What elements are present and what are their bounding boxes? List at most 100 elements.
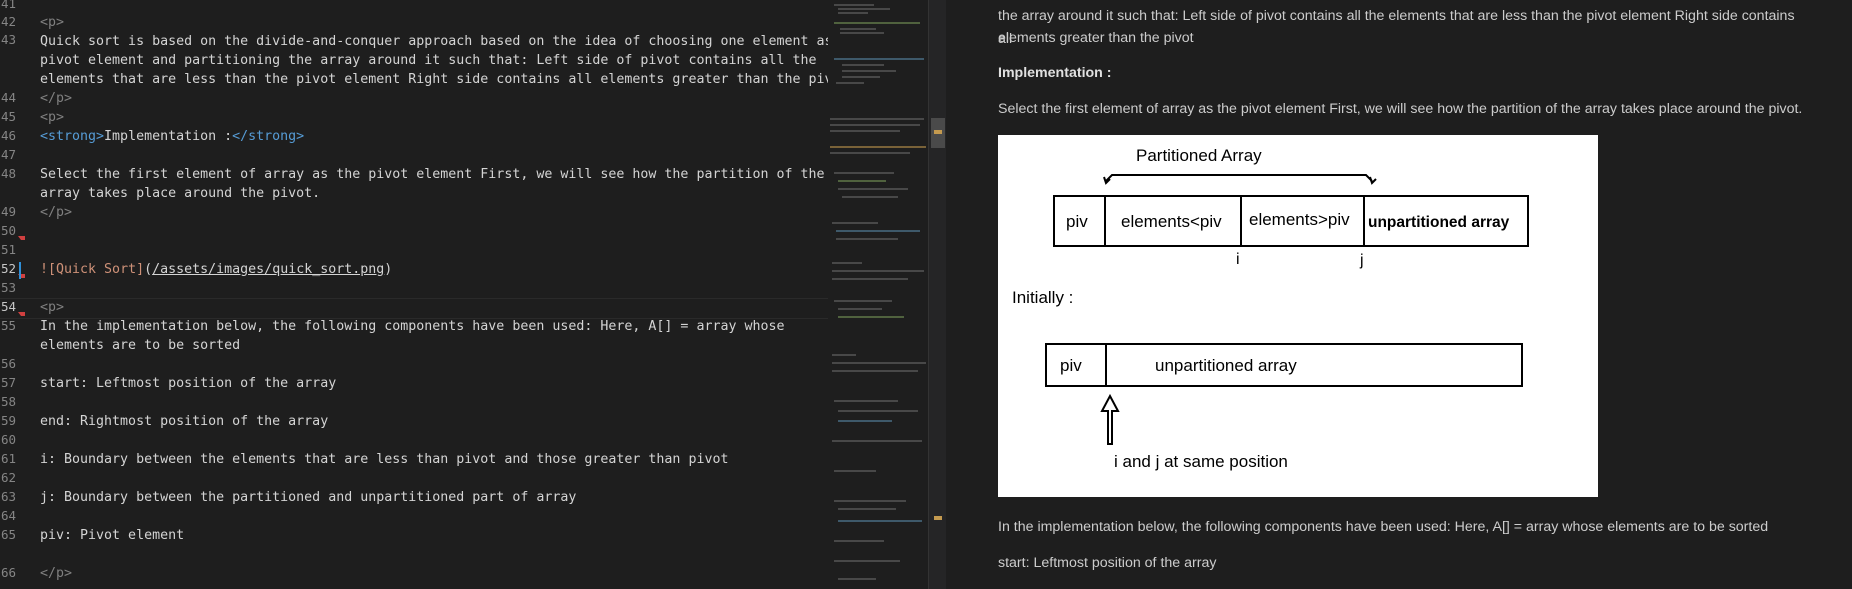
code-editor[interactable]: 41 42 43 44 45 46 47 48 49 50 51 52 53 5… [0, 0, 828, 589]
cell-piv: piv [1066, 212, 1088, 231]
code-line[interactable]: <p> [40, 108, 820, 127]
array-box-top [1053, 195, 1529, 247]
preview-paragraph-line: the array around it such that: Left side… [998, 8, 1795, 47]
html-tag: <p> [40, 110, 65, 125]
editor-scrollbar[interactable] [928, 0, 947, 589]
code-line[interactable]: elements are to be sorted [40, 338, 241, 353]
minimap-line [830, 152, 910, 154]
md-image-alt: [Quick Sort] [48, 262, 145, 277]
line-number: 61 [0, 451, 16, 466]
initially-label: Initially : [1012, 288, 1073, 307]
code-line[interactable]: ![Quick Sort](/assets/images/quick_sort.… [40, 260, 820, 279]
minimap-line [834, 300, 892, 302]
code-line[interactable]: start: Leftmost position of the array [40, 376, 337, 391]
preview-paragraph: start: Leftmost position of the array [998, 555, 1217, 571]
minimap-line [838, 520, 922, 522]
minimap-line [838, 578, 876, 580]
md-image-url[interactable]: /assets/images/quick_sort.png [152, 262, 385, 277]
minimap[interactable] [828, 0, 928, 589]
code-line[interactable]: <strong>Implementation :</strong> [40, 127, 820, 146]
line-number: 50 [0, 223, 16, 238]
preview-paragraph: In the implementation below, the followi… [998, 519, 1769, 535]
implementation-heading: Implementation : [998, 65, 1112, 81]
preview-paragraph: Select the first element of array as the… [998, 101, 1803, 117]
preview-paragraph-line: elements greater than the pivot [998, 30, 1194, 46]
minimap-line [838, 410, 918, 412]
line-number: 48 [0, 166, 16, 181]
markdown-preview[interactable]: the array around it such that: Left side… [946, 0, 1852, 589]
minimap-line [836, 230, 920, 232]
line-number: 62 [0, 470, 16, 485]
minimap-line [842, 64, 884, 66]
minimap-line [832, 222, 878, 224]
code-line[interactable]: j: Boundary between the partitioned and … [40, 490, 577, 505]
code-line[interactable]: In the implementation below, the followi… [40, 319, 785, 334]
html-tag: <p> [40, 15, 65, 30]
minimap-line [834, 470, 876, 472]
code-line[interactable]: piv: Pivot element [40, 528, 185, 543]
code-line[interactable]: elements that are less than the pivot el… [40, 72, 828, 87]
line-number: 64 [0, 508, 16, 523]
line-number: 63 [0, 489, 16, 504]
partitioned-array-label: Partitioned Array [1136, 146, 1262, 165]
line-number: 54 [0, 299, 16, 314]
line-number: 41 [0, 0, 16, 11]
code-line[interactable]: <p> [40, 13, 820, 32]
quick-sort-image: Partitioned Array piv elements<piv eleme… [998, 135, 1598, 497]
code-line[interactable]: array takes place around the pivot. [40, 186, 321, 201]
minimap-line [830, 124, 920, 126]
line-number: 46 [0, 128, 16, 143]
md-paren: ( [144, 262, 153, 277]
html-tag: </p> [40, 566, 73, 581]
md-image-bang: ! [40, 262, 49, 277]
cell-unpartitioned-initial: unpartitioned array [1155, 356, 1297, 375]
line-number: 56 [0, 356, 16, 371]
code-line[interactable]: end: Rightmost position of the array [40, 414, 329, 429]
minimap-line [830, 118, 924, 120]
minimap-line [842, 196, 898, 198]
minimap-line [838, 316, 904, 318]
line-number: 53 [0, 280, 16, 295]
line-number: 58 [0, 394, 16, 409]
minimap-line [838, 420, 892, 422]
index-j-label: j [1359, 252, 1364, 269]
html-tag: </p> [40, 205, 73, 220]
code-line[interactable]: <p> [40, 298, 820, 317]
cell-elements-less: elements<piv [1121, 212, 1222, 231]
line-number: 51 [0, 242, 16, 257]
line-number-gutter: 41 42 43 44 45 46 47 48 49 50 51 52 53 5… [0, 0, 30, 589]
code-line[interactable]: Select the first element of array as the… [40, 167, 825, 182]
line-number: 60 [0, 432, 16, 447]
code-line[interactable]: Quick sort is based on the divide-and-co… [40, 34, 828, 49]
code-line[interactable]: </p> [40, 89, 820, 108]
line-number: 57 [0, 375, 16, 390]
code-text: Implementation : [104, 129, 233, 144]
line-number: 42 [0, 14, 16, 29]
minimap-line [832, 262, 862, 264]
quick-sort-diagram: Partitioned Array piv elements<piv eleme… [1012, 146, 1529, 471]
code-line[interactable]: </p> [40, 203, 820, 222]
html-tag: <strong> [40, 129, 105, 144]
html-tag: </p> [40, 91, 73, 106]
minimap-line [834, 500, 906, 502]
html-tag: <p> [40, 300, 65, 315]
minimap-line [834, 560, 900, 562]
cell-piv-initial: piv [1060, 356, 1082, 375]
minimap-line [832, 278, 908, 280]
line-number: 43 [0, 32, 16, 47]
minimap-line [832, 270, 924, 272]
partition-bracket [1105, 174, 1373, 182]
current-line-highlight [0, 298, 828, 319]
preview-heading: Implementation : [998, 62, 1812, 85]
diff-marker-icon [18, 274, 25, 282]
line-number: 47 [0, 147, 16, 162]
scrollbar-marker [934, 516, 942, 520]
code-line[interactable]: i: Boundary between the elements that ar… [40, 452, 729, 467]
line-number: 44 [0, 90, 16, 105]
minimap-line [836, 238, 898, 240]
code-line[interactable]: </p> [40, 564, 820, 583]
bracket-arrow-left [1103, 176, 1111, 185]
modified-line-marker [19, 262, 21, 279]
bracket-arrow-right [1369, 176, 1377, 185]
code-line[interactable]: pivot element and partitioning the array… [40, 53, 817, 68]
